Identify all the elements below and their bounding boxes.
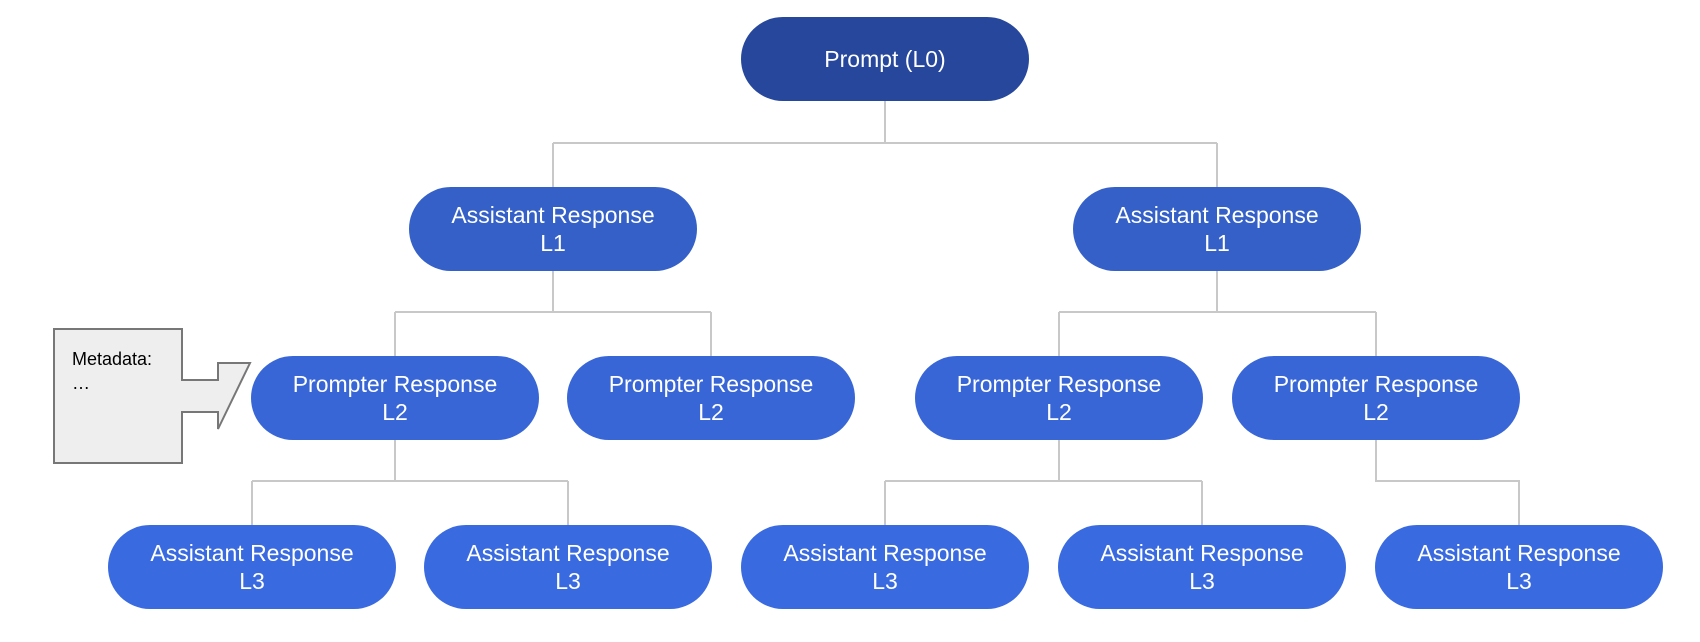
node-prompter-response-l2-4: Prompter Response L2 [1232, 356, 1520, 440]
node-level: L2 [382, 399, 408, 425]
node-label: Assistant Response [466, 540, 670, 566]
node-label: Assistant Response [150, 540, 354, 566]
node-level: L1 [1204, 230, 1230, 256]
node-label: Prompter Response [1273, 371, 1479, 397]
node-label: Assistant Response [1100, 540, 1304, 566]
connector-prompt-to-l1 [552, 101, 1218, 187]
node-level: L2 [1363, 399, 1389, 425]
connector-l1-right-to-l2 [1058, 271, 1377, 356]
node-level: L3 [1506, 568, 1532, 594]
node-level: L3 [872, 568, 898, 594]
node-prompter-response-l2-1: Prompter Response L2 [251, 356, 539, 440]
node-prompter-response-l2-3: Prompter Response L2 [915, 356, 1203, 440]
metadata-callout-text: Metadata: … [72, 347, 152, 395]
node-assistant-response-l1-right: Assistant Response L1 [1073, 187, 1361, 271]
connector-l2-4-to-l3 [1375, 440, 1520, 525]
node-label: Prompt (L0) [824, 46, 946, 72]
node-label: Assistant Response [451, 202, 655, 228]
metadata-label: Metadata: [72, 349, 153, 369]
node-label: Prompter Response [292, 371, 498, 397]
node-level: L3 [239, 568, 265, 594]
node-level: L3 [555, 568, 581, 594]
node-level: L1 [540, 230, 566, 256]
connector-l1-left-to-l2 [394, 271, 712, 356]
node-prompter-response-l2-2: Prompter Response L2 [567, 356, 855, 440]
node-level: L3 [1189, 568, 1215, 594]
node-label: Prompter Response [956, 371, 1162, 397]
node-label: Assistant Response [783, 540, 987, 566]
node-assistant-response-l3-1: Assistant Response L3 [108, 525, 396, 609]
node-assistant-response-l3-2: Assistant Response L3 [424, 525, 712, 609]
node-assistant-response-l3-5: Assistant Response L3 [1375, 525, 1663, 609]
connector-l2-3-to-l3 [884, 440, 1203, 525]
node-label: Prompter Response [608, 371, 814, 397]
node-level: L2 [698, 399, 724, 425]
connector-l2-1-to-l3 [251, 440, 569, 525]
metadata-value: … [72, 373, 90, 393]
node-assistant-response-l3-4: Assistant Response L3 [1058, 525, 1346, 609]
node-assistant-response-l1-left: Assistant Response L1 [409, 187, 697, 271]
node-label: Assistant Response [1417, 540, 1621, 566]
node-assistant-response-l3-3: Assistant Response L3 [741, 525, 1029, 609]
node-label: Assistant Response [1115, 202, 1319, 228]
node-level: L2 [1046, 399, 1072, 425]
metadata-callout-arrow [53, 328, 252, 464]
node-prompt-l0: Prompt (L0) [741, 17, 1029, 101]
